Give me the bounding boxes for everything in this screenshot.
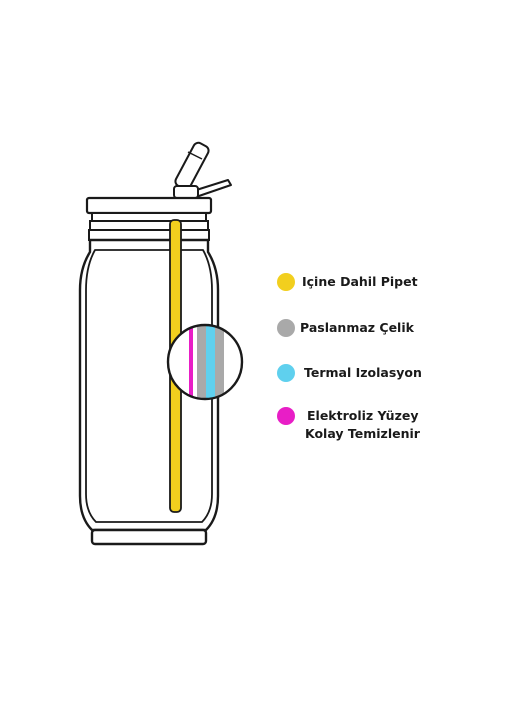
legend-swatch <box>277 364 295 382</box>
lid-top <box>85 196 213 215</box>
legend-swatch <box>277 319 295 337</box>
legend-item-electro: Elektroliz Yüzey Kolay Temizlenir <box>277 407 421 441</box>
lid-band <box>89 220 209 231</box>
lid-band-lower <box>88 229 210 241</box>
legend-item-steel: Paslanmaz Çelik <box>277 319 415 337</box>
legend-swatch <box>277 273 295 291</box>
legend-label: Elektroliz Yüzey <box>307 408 418 423</box>
legend-label: Termal Izolasyon <box>304 365 422 380</box>
layer-steel-inner <box>197 325 206 399</box>
lid-rim <box>91 212 207 222</box>
legend-item-straw: Içine Dahil Pipet <box>277 273 418 291</box>
legend-label: Içine Dahil Pipet <box>302 274 418 289</box>
legend-swatch <box>277 407 295 425</box>
lid <box>85 196 213 241</box>
wall-cross-section-zoom <box>166 323 244 401</box>
straw-mouthpiece <box>173 141 232 199</box>
legend-item-insulation: Termal Izolasyon <box>277 364 422 382</box>
legend-label: Paslanmaz Çelik <box>300 320 415 335</box>
tumbler-body <box>78 238 220 546</box>
layer-steel-outer <box>215 325 224 399</box>
legend: Içine Dahil Pipet Paslanmaz Çelik Termal… <box>277 273 422 441</box>
mouthpiece-tube <box>174 141 210 191</box>
body-base <box>90 528 208 546</box>
body-inner <box>85 249 213 523</box>
legend-label-line2: Kolay Temizlenir <box>305 426 421 441</box>
zoom-circle-outline <box>166 323 244 401</box>
latch-hinge <box>173 185 199 199</box>
body-outer <box>78 238 220 532</box>
layer-insulation <box>206 325 215 399</box>
mouthpiece-tip-line <box>187 151 203 160</box>
layer-electro <box>189 325 193 399</box>
